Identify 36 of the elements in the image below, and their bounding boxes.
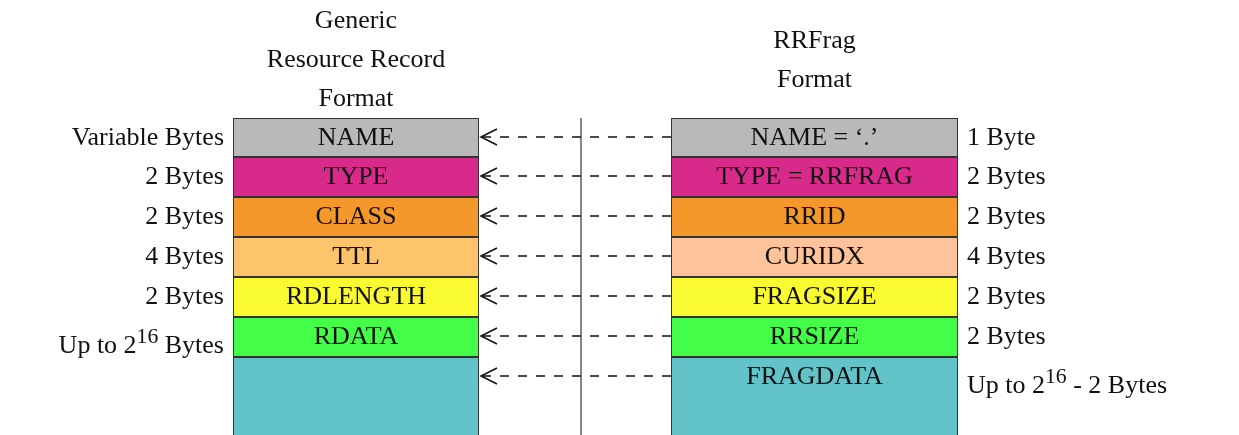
dashed-arrow (479, 207, 672, 225)
field-size: 4 Bytes (145, 240, 224, 272)
field-name: CLASS (315, 200, 397, 232)
field-size: 2 Bytes (145, 280, 224, 312)
column-heading: RRFrag Format (772, 24, 857, 95)
field-name: RRSIZE (769, 320, 860, 352)
field-name: TYPE (323, 160, 389, 192)
dashed-arrow (479, 287, 672, 305)
field-size: Up to 2$^{16}$ Bytes (58, 323, 224, 361)
field-size: 2 Bytes (967, 320, 1046, 352)
field-size: Up to 2$^{16}$ - 2 Bytes (967, 363, 1168, 401)
field-size: 2 Bytes (967, 280, 1046, 312)
field-name: RDLENGTH (285, 280, 427, 312)
dashed-arrow (479, 247, 672, 265)
field-name: TYPE = RRFRAG (716, 160, 913, 192)
field-size: 4 Bytes (967, 240, 1046, 272)
empty-field-box (233, 357, 479, 435)
field-name: TTL (332, 240, 380, 272)
dashed-arrow (479, 367, 672, 385)
field-name: FRAGDATA (746, 360, 883, 392)
field-name: NAME (317, 121, 395, 153)
field-size: 2 Bytes (967, 200, 1046, 232)
field-name: NAME = ‘.’ (750, 121, 879, 153)
field-size: 1 Byte (967, 121, 1036, 153)
field-size: 2 Bytes (145, 200, 224, 232)
field-name: RDATA (313, 320, 399, 352)
field-name: FRAGSIZE (752, 280, 877, 312)
column-heading: Generic Resource Record Format (266, 4, 446, 114)
dashed-arrow (479, 128, 672, 146)
dashed-arrow (479, 327, 672, 345)
field-size: 2 Bytes (967, 160, 1046, 192)
dashed-arrow (479, 167, 672, 185)
field-size: Variable Bytes (71, 121, 224, 153)
field-name: CURIDX (764, 240, 865, 272)
field-size: 2 Bytes (145, 160, 224, 192)
field-name: RRID (783, 200, 846, 232)
